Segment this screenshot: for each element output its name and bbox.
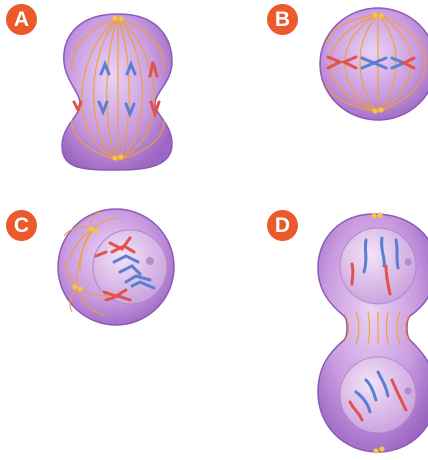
panel-label-c: C — [6, 210, 37, 241]
cell-d-nucleolus-top — [405, 259, 412, 266]
panel-label-d: D — [267, 210, 298, 241]
cell-d-nucleus-bottom — [340, 357, 416, 433]
panel-label-a: A — [6, 4, 37, 35]
cell-d-nucleolus-bottom — [405, 388, 412, 395]
cell-c-nucleolus — [146, 257, 154, 265]
cell-b — [320, 8, 428, 120]
cell-d — [318, 212, 428, 453]
cell-a — [62, 14, 172, 170]
cell-a-membrane — [62, 14, 172, 170]
panel-label-b: B — [267, 4, 298, 35]
cell-c — [58, 209, 174, 325]
